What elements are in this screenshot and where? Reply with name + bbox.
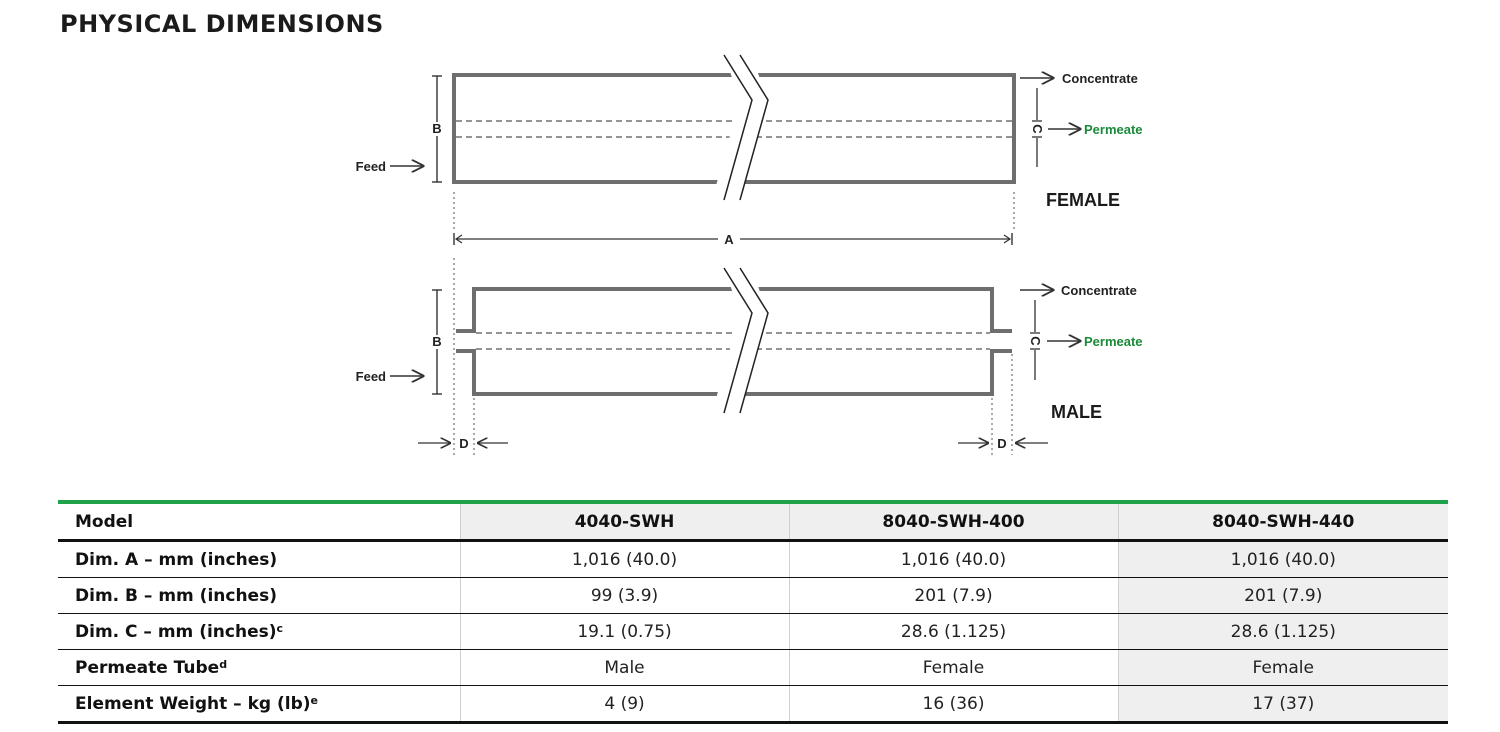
male-dim-d-right-label: D <box>997 436 1006 451</box>
row-label: Dim. A – mm (inches) <box>58 540 460 578</box>
table-cell: 17 (37) <box>1117 685 1448 724</box>
female-permeate-label: Permeate <box>1084 122 1143 137</box>
table-header-row: Model 4040-SWH 8040-SWH-400 8040-SWH-440 <box>58 504 1448 542</box>
row-label-text: Dim. B – mm (inches) <box>75 585 277 606</box>
table-cell: 4 (9) <box>459 685 789 724</box>
table-cell: Female <box>1117 649 1448 686</box>
table-cell: 19.1 (0.75) <box>459 613 789 650</box>
table-cell: 1,016 (40.0) <box>459 540 789 578</box>
male-element-drawing <box>390 258 1080 455</box>
female-concentrate-label: Concentrate <box>1062 71 1138 86</box>
page-title: PHYSICAL DIMENSIONS <box>60 10 384 38</box>
footnote-marker: c <box>276 621 284 635</box>
row-label-text: Dim. A – mm (inches) <box>75 549 278 570</box>
male-dim-b-label: B <box>432 334 441 349</box>
table-accent-bar <box>58 500 1448 504</box>
row-label: Permeate Tubed <box>58 649 460 686</box>
male-concentrate-label: Concentrate <box>1061 283 1137 298</box>
row-label-text: Dim. C – mm (inches) <box>75 621 277 642</box>
dim-a-label: A <box>724 232 734 247</box>
table-cell: Male <box>459 649 789 686</box>
table-cell: 201 (7.9) <box>788 577 1118 614</box>
male-feed-label: Feed <box>356 369 386 384</box>
table-cell: Female <box>788 649 1118 686</box>
row-label: Dim. B – mm (inches) <box>58 577 460 614</box>
dimensions-diagram: B C Feed Concentrate Permeate FEMALE A <box>356 54 1143 455</box>
table-cell: 201 (7.9) <box>1117 577 1448 614</box>
column-header-model: Model <box>58 504 460 542</box>
female-feed-label: Feed <box>356 159 386 174</box>
male-label: MALE <box>1051 402 1102 422</box>
female-dim-b-label: B <box>432 121 441 136</box>
table-cell: 1,016 (40.0) <box>1117 540 1448 578</box>
table-cell: 16 (36) <box>788 685 1118 724</box>
table-cell: 1,016 (40.0) <box>788 540 1118 578</box>
footnote-marker: e <box>310 693 318 707</box>
female-dim-c-label: C <box>1030 124 1045 134</box>
footnote-marker: d <box>219 657 228 671</box>
column-header-8040-swh-440: 8040-SWH-440 <box>1117 504 1448 542</box>
dimensions-table: Model 4040-SWH 8040-SWH-400 8040-SWH-440… <box>58 504 1448 724</box>
table-cell: 99 (3.9) <box>459 577 789 614</box>
male-dim-c-label: C <box>1028 336 1043 346</box>
table-row: Dim. A – mm (inches)1,016 (40.0)1,016 (4… <box>58 540 1448 578</box>
column-header-8040-swh-400: 8040-SWH-400 <box>788 504 1118 542</box>
column-header-4040-swh: 4040-SWH <box>459 504 789 542</box>
row-label: Element Weight – kg (lb)e <box>58 685 460 724</box>
female-label: FEMALE <box>1046 190 1120 210</box>
row-label-text: Element Weight – kg (lb) <box>75 693 311 714</box>
dimensions-table-container: Model 4040-SWH 8040-SWH-400 8040-SWH-440… <box>58 500 1448 724</box>
female-element-drawing <box>390 54 1080 245</box>
male-permeate-label: Permeate <box>1084 334 1143 349</box>
male-dim-d-left-label: D <box>459 436 468 451</box>
table-cell: 28.6 (1.125) <box>788 613 1118 650</box>
table-row: Dim. B – mm (inches)99 (3.9)201 (7.9)201… <box>58 577 1448 614</box>
row-label-text: Permeate Tube <box>75 657 220 678</box>
table-cell: 28.6 (1.125) <box>1117 613 1448 650</box>
row-label: Dim. C – mm (inches)c <box>58 613 460 650</box>
